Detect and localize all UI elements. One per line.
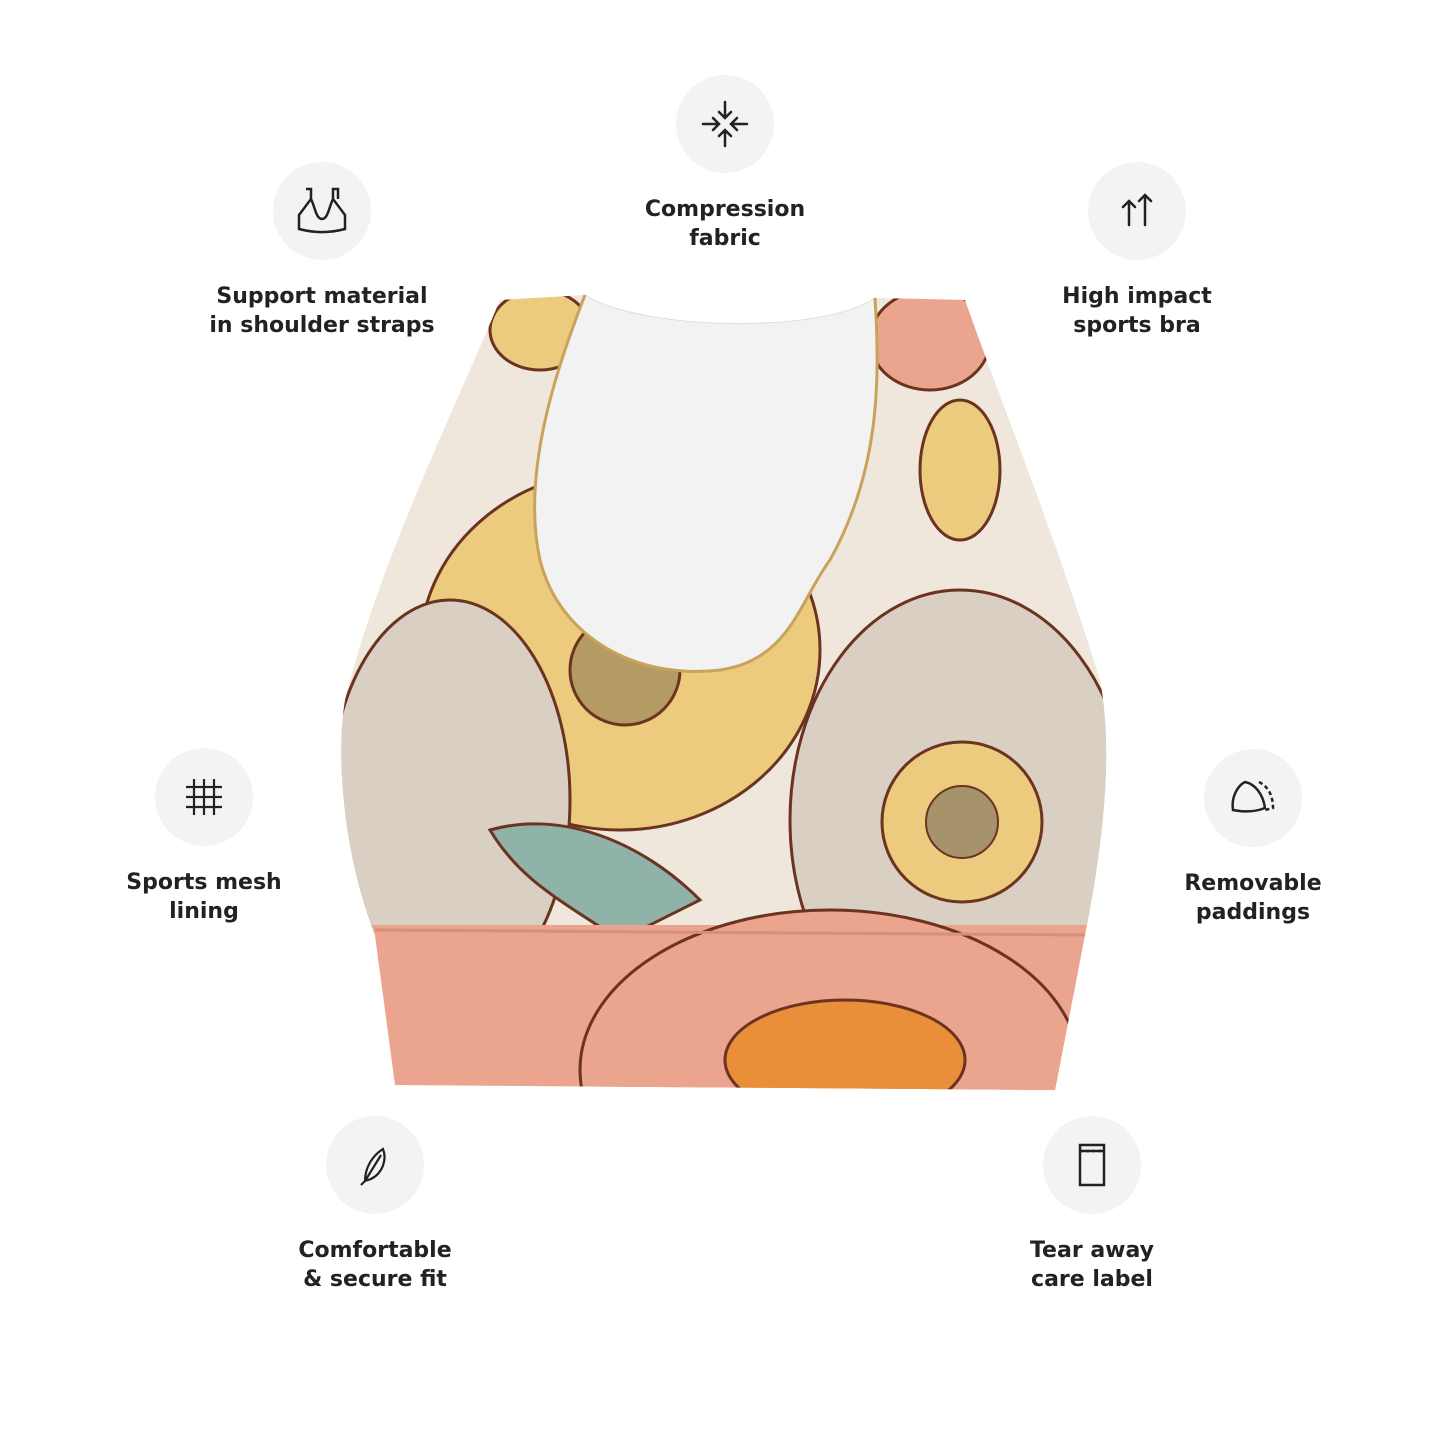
feature-paddings: Removable paddings (1103, 749, 1403, 927)
feature-label-line: fabric (689, 226, 761, 251)
bra-straps-icon (273, 162, 371, 260)
feature-fit: Comfortable & secure fit (225, 1116, 525, 1294)
feature-label-line: Compression (644, 197, 806, 222)
feature-label-line: Sports mesh (126, 870, 282, 895)
feature-mesh: Sports mesh lining (54, 748, 354, 926)
compress-arrows-icon (676, 75, 774, 173)
padding-icon (1204, 749, 1302, 847)
care-label-icon (1043, 1116, 1141, 1214)
feature-label-line: Support material (216, 284, 428, 309)
feature-label-line: & secure fit (303, 1267, 447, 1292)
feature-support: Support material in shoulder straps (172, 162, 472, 340)
feature-label-line: sports bra (1073, 313, 1201, 338)
feature-label-line: paddings (1195, 900, 1311, 925)
feature-label-line: Tear away (1029, 1238, 1155, 1263)
feature-label-line: Removable (1184, 871, 1322, 896)
feature-label-line: lining (169, 899, 239, 924)
feature-compression: Compression fabric (575, 75, 875, 253)
up-arrows-icon (1088, 162, 1186, 260)
feature-label-line: in shoulder straps (209, 313, 435, 338)
mesh-icon (155, 748, 253, 846)
feature-label-line: care label (1031, 1267, 1153, 1292)
feather-icon (326, 1116, 424, 1214)
sports-bra-image (341, 294, 1107, 1090)
feature-label-line: Comfortable (298, 1238, 452, 1263)
feature-high-impact: High impact sports bra (987, 162, 1287, 340)
feature-label-line: High impact (1062, 284, 1212, 309)
feature-care-label: Tear away care label (942, 1116, 1242, 1294)
